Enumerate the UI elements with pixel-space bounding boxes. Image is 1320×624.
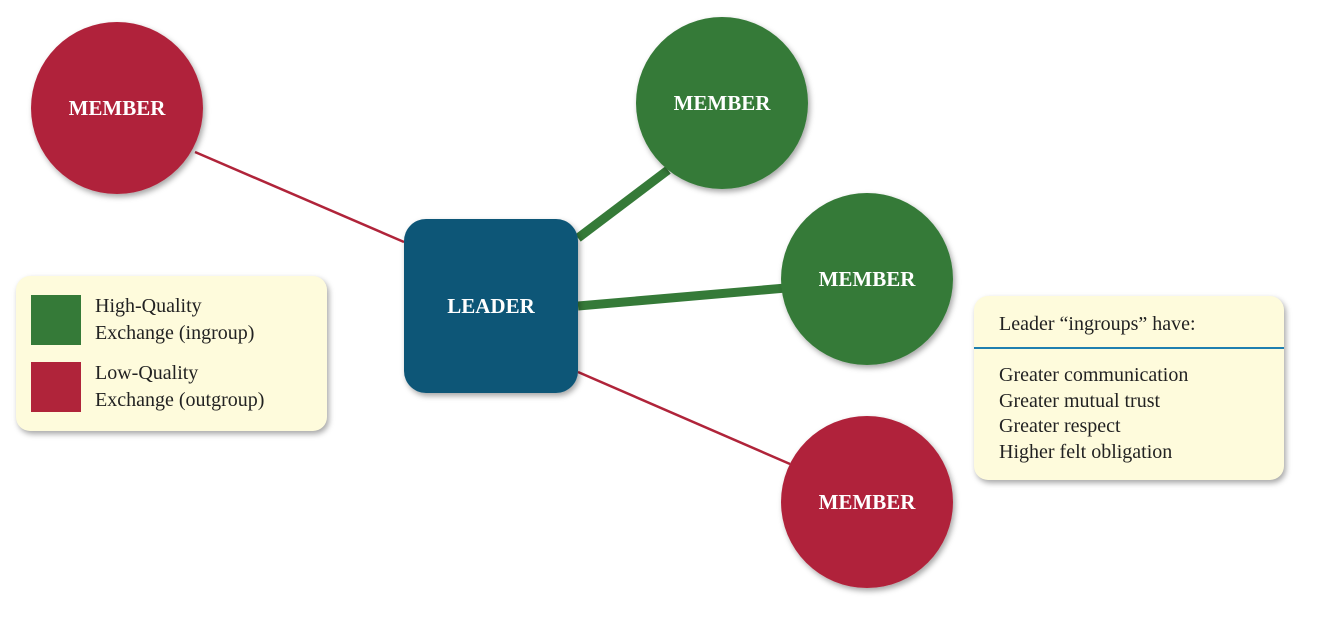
list-item: Greater respect: [999, 415, 1121, 437]
ingroup-benefits-heading: Leader “ingroups” have:: [999, 313, 1196, 335]
legend-item-high-quality: High-Quality Exchange (ingroup): [31, 295, 254, 345]
ingroup-benefits-box: Leader “ingroups” have: Greater communic…: [974, 296, 1284, 480]
member-label: MEMBER: [819, 267, 917, 291]
legend-swatch-green: [31, 295, 81, 345]
ingroup-benefits-list: Greater communication Greater mutual tru…: [999, 363, 1188, 465]
legend-label-line: High-Quality: [95, 295, 202, 317]
legend-item-low-quality: Low-Quality Exchange (outgroup): [31, 362, 264, 412]
leader-label: LEADER: [447, 294, 535, 318]
low-quality-link-bottom-right: [577, 370, 791, 466]
member-label: MEMBER: [674, 91, 772, 115]
member-node-top-left: MEMBER: [31, 22, 203, 194]
legend-label-line: Low-Quality: [95, 362, 199, 384]
list-item: Higher felt obligation: [999, 440, 1173, 463]
legend-label-high-quality: High-Quality Exchange (ingroup): [95, 293, 254, 347]
high-quality-link-mid-right: [577, 283, 787, 311]
member-node-bottom-right: MEMBER: [781, 416, 953, 588]
legend-label-line: Exchange (ingroup): [95, 322, 255, 344]
list-item: Greater mutual trust: [999, 389, 1161, 412]
member-label: MEMBER: [69, 96, 167, 120]
leader-node: LEADER: [404, 219, 578, 393]
member-node-top-right: MEMBER: [636, 17, 808, 189]
legend: High-Quality Exchange (ingroup) Low-Qual…: [16, 276, 327, 431]
legend-label-low-quality: Low-Quality Exchange (outgroup): [95, 360, 264, 414]
high-quality-link-top-right: [575, 166, 671, 242]
legend-label-line: Exchange (outgroup): [95, 389, 265, 411]
member-label: MEMBER: [819, 490, 917, 514]
list-item: Greater communication: [999, 364, 1189, 386]
low-quality-link-top-left: [194, 150, 405, 244]
member-node-mid-right: MEMBER: [781, 193, 953, 365]
divider: [974, 347, 1284, 349]
legend-swatch-red: [31, 362, 81, 412]
